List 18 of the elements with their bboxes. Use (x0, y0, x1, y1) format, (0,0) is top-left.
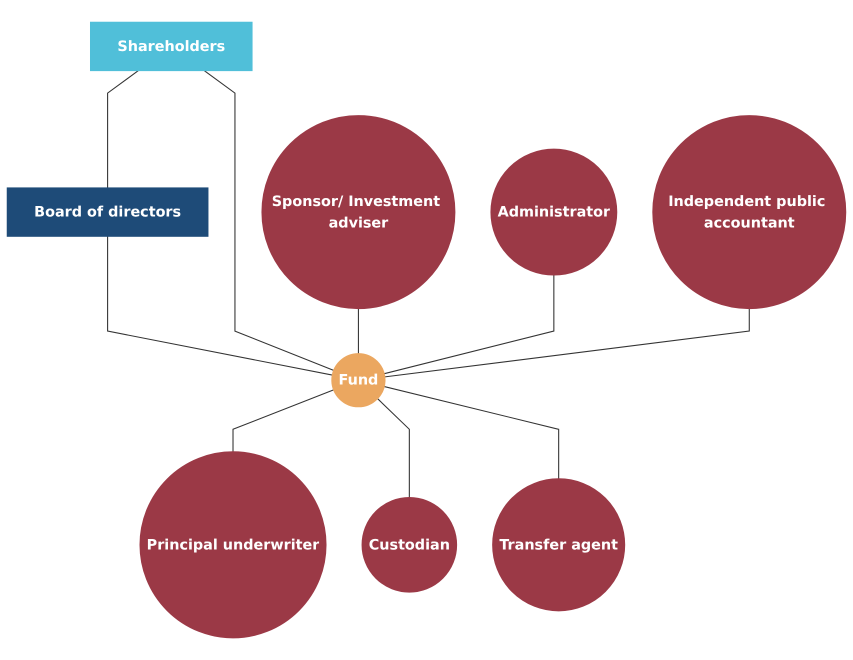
connector (358, 308, 359, 354)
connector (107, 70, 139, 188)
node-box: Shareholders (90, 22, 253, 72)
node-circle: Custodian (362, 497, 458, 593)
node-circle: Fund (331, 353, 386, 408)
node-circle: Sponsor/ Investment adviser (261, 115, 456, 310)
connector (384, 386, 560, 479)
connector (377, 398, 410, 498)
connector (107, 236, 332, 376)
node-circle: Principal underwriter (140, 451, 327, 638)
node-circle: Transfer agent (492, 478, 626, 612)
node-circle: Administrator (490, 148, 618, 276)
connector (204, 70, 334, 371)
connector (384, 308, 750, 378)
connector (232, 389, 334, 452)
connector (384, 275, 554, 374)
node-circle: Independent public accountant (652, 115, 846, 310)
node-box: Board of directors (6, 187, 208, 237)
